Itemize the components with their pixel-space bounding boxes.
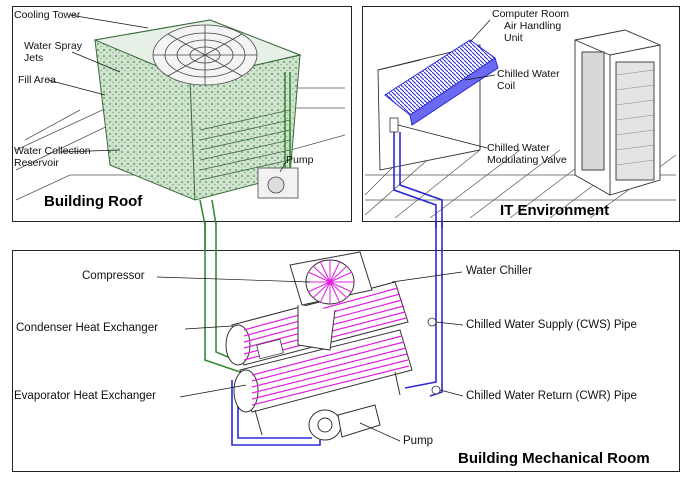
label-crah-3: Unit xyxy=(504,32,523,44)
it-blue-pipes xyxy=(393,132,443,228)
label-fill-area: Fill Area xyxy=(18,74,56,86)
label-evaporator: Evaporator Heat Exchanger xyxy=(14,390,156,402)
leader-lines xyxy=(47,14,496,442)
cwr-pipe-marker xyxy=(431,385,441,395)
label-valve-1: Chilled Water xyxy=(487,142,550,154)
label-cooling-tower: Cooling Tower xyxy=(14,9,81,21)
label-mech-pump: Pump xyxy=(403,435,434,447)
label-crah-2: Air Handling xyxy=(504,20,562,32)
mechanical-room-panel xyxy=(12,250,680,472)
label-water-spray-1: Water Spray xyxy=(24,40,82,52)
label-cws-pipe: Chilled Water Supply (CWS) Pipe xyxy=(466,319,637,331)
cooling-tower-fan xyxy=(152,24,258,86)
modulating-valve xyxy=(389,117,399,133)
control-box xyxy=(256,338,284,360)
label-roof-pump: Pump xyxy=(286,154,314,166)
label-water-spray-2: Jets xyxy=(24,52,44,64)
label-compressor: Compressor xyxy=(82,270,145,282)
label-reservoir-2: Reservoir xyxy=(14,157,59,169)
label-valve-2: Modulating Valve xyxy=(487,154,567,166)
evaporator-heat-exchanger xyxy=(233,329,413,413)
label-cwr-pipe: Chilled Water Return (CWR) Pipe xyxy=(466,390,637,402)
cws-pipe-marker xyxy=(427,317,437,327)
roof-green-pipes xyxy=(199,72,291,226)
mechanical-pump xyxy=(308,404,381,441)
tower-louvers xyxy=(199,109,291,181)
chilled-water-coil xyxy=(384,39,499,126)
label-coil-1: Chilled Water xyxy=(497,68,560,80)
title-it-environment: IT Environment xyxy=(500,202,610,219)
label-coil-2: Coil xyxy=(497,80,516,92)
label-crah-1: Computer Room xyxy=(492,8,570,20)
label-condenser: Condenser Heat Exchanger xyxy=(16,322,158,334)
roof-pump xyxy=(257,167,299,199)
server-rack xyxy=(574,29,661,196)
label-water-chiller: Water Chiller xyxy=(466,265,533,277)
chiller-legs xyxy=(254,371,401,436)
title-building-mechanical-room: Building Mechanical Room xyxy=(458,450,650,467)
building-roof-panel xyxy=(12,6,352,222)
it-environment-panel xyxy=(362,6,680,222)
label-reservoir-1: Water Collection xyxy=(14,145,91,157)
compressor-unit xyxy=(289,251,373,351)
title-building-roof: Building Roof xyxy=(44,193,143,210)
